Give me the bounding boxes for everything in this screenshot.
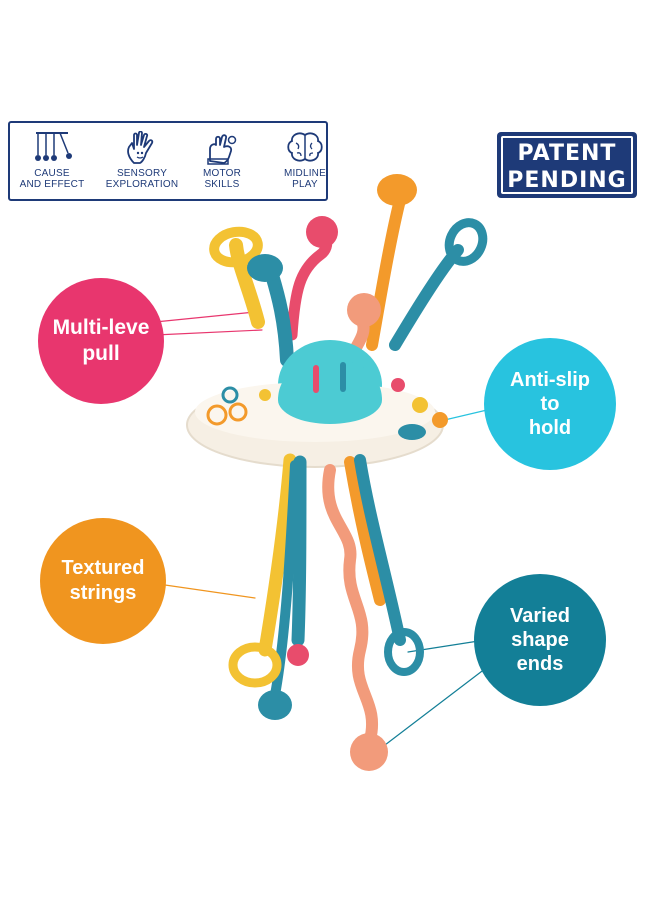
callout-line: shape [511,629,569,651]
callout-line: ends [516,653,564,675]
callout-line: Varied [509,605,571,627]
callout-line: hold [528,417,572,439]
callout-line: pull [82,342,120,365]
callout-varied-shape-ends: Varied shape ends [474,574,606,706]
callout-anti-slip: Anti-slip to hold [484,338,616,470]
patent-pending-badge: PATENT PENDING [497,132,637,198]
callout-line: strings [69,582,137,604]
pendulum-icon [35,132,72,161]
badge-line-2: PENDING [507,168,627,193]
hand-grab-icon [207,134,237,165]
callout-textured-strings: Textured strings [40,518,166,644]
callout-line: Textured [61,557,145,579]
callout-line: Anti-slip [510,369,590,391]
callout-line: to [540,393,560,415]
badge-line-1: PATENT [517,141,617,166]
hand-icon [127,131,154,164]
callout-multi-level-pull: Multi-leve pull [38,278,164,404]
brain-icon [287,132,323,162]
callout-line: Multi-leve [52,316,150,339]
